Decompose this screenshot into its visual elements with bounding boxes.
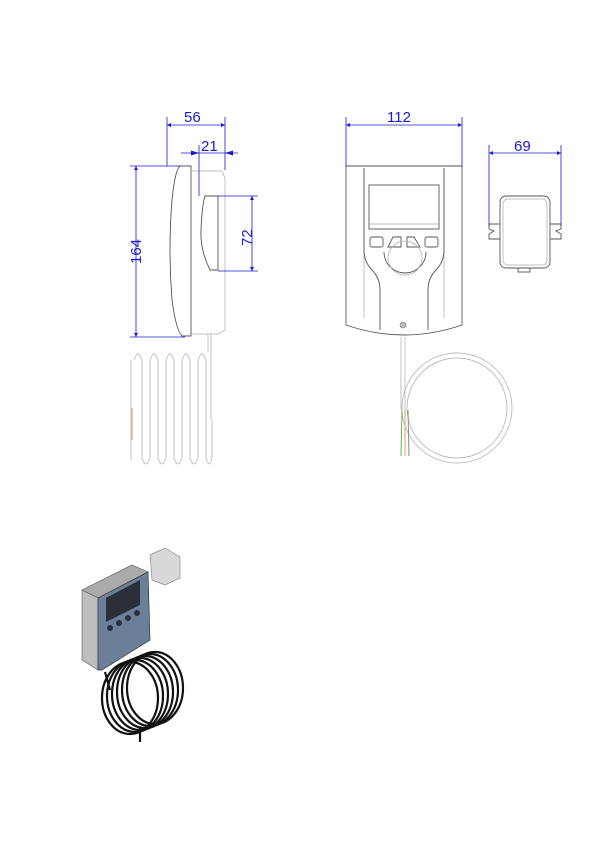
display-screen [368,184,440,230]
front-view: 112 [345,109,513,464]
sensor-view: 69 [488,138,562,273]
dimension-width: 112 [387,109,411,126]
coiled-cable-side [130,353,213,465]
dimension-depth-total: 56 [184,109,201,126]
dimension-height: 164 [128,239,145,264]
isometric-3d-view [81,547,185,742]
screw-icon [399,321,407,329]
side-view: 56 21 164 72 [128,109,258,465]
control-buttons [369,236,439,248]
coiled-cable-3d [100,650,185,742]
dimension-sensor-height: 72 [239,229,256,246]
dimension-depth-front: 21 [201,138,218,155]
dimension-sensor-width: 69 [514,138,531,155]
